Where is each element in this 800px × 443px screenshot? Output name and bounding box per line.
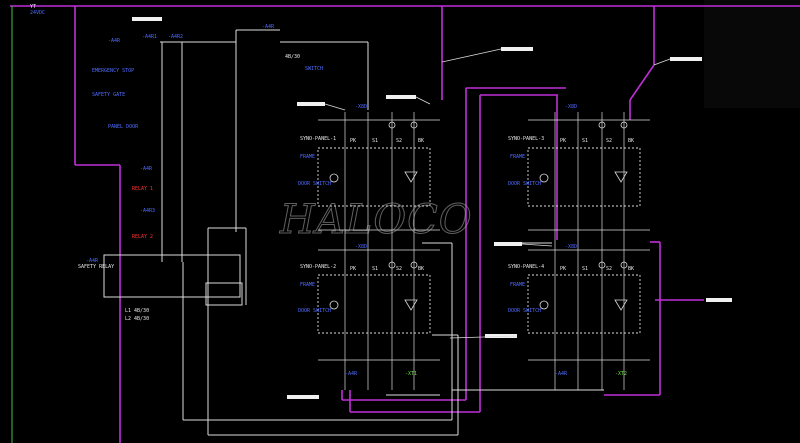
panel-3-switch: DOOR SWITCH [508,181,541,187]
label-relay-1: RELAY 1 [132,186,153,192]
label-left-top3: -A4R2 [168,34,183,40]
relay-block-name: SAFETY RELAY [78,264,114,270]
white-wires [160,29,604,436]
panel-4-title: SYNO-PANEL-4 [508,264,544,270]
label-relay-2: RELAY 2 [132,234,153,240]
p2-pin-b: S1 [372,266,378,272]
safety-relay-block [103,254,243,306]
panel-3-title: SYNO-PANEL-3 [508,136,544,142]
term-label-2: -XT1 [405,371,417,377]
panel-frames [318,112,650,390]
p2-pin-c: S2 [396,266,402,272]
p2-pin-a: PK [350,266,356,272]
panel-4-left: FRAME [510,282,525,288]
term-label-4: -XT2 [615,371,627,377]
panel-2-switch: DOOR SWITCH [298,308,331,314]
label-switch-1: EMERGENCY STOP [92,68,134,74]
p3-pin-b: S1 [582,138,588,144]
p4-pin-b: S1 [582,266,588,272]
label-mid-2: -A4R3 [140,208,155,214]
label-mid-1: -A4R [140,166,153,172]
p4-pin-a: PK [560,266,566,272]
callout-tags [132,17,732,399]
relay-block-tag: -A4R [86,258,99,264]
side-panel [704,0,800,108]
p3-tag: -X8D [565,104,577,110]
panel-2-left: FRAME [300,282,315,288]
p1-tag: -X8D [355,104,367,110]
p3-pin-d: BK [628,138,634,144]
header-tag: YT [30,4,36,10]
p1-pin-b: S1 [372,138,378,144]
top-center-note1: 4B/30 [285,54,300,60]
relay-note-2: L2 4B/30 [125,316,149,322]
p2-tag: -X8D [355,244,367,250]
p1-pin-d: BK [418,138,424,144]
magenta-bus [10,5,800,443]
switch-symbols [329,121,628,311]
watermark: HALOCO [279,197,473,243]
label-switch-3: PANEL DOOR [108,124,139,130]
p1-pin-c: S2 [396,138,402,144]
panel-4-switch: DOOR SWITCH [508,308,541,314]
term-label-3: -A4R [555,371,568,377]
top-center-note2: SWITCH [305,66,323,72]
relay-note-1: L1 4B/30 [125,308,149,314]
term-label-1: -A4R [345,371,358,377]
panel-3-left: FRAME [510,154,525,160]
panel-boxes [317,147,641,334]
panel-1-title: SYNO-PANEL-1 [300,136,336,142]
p2-pin-d: BK [418,266,424,272]
header-sub: 24VDC [30,10,45,16]
panel-1-switch: DOOR SWITCH [298,181,331,187]
p3-pin-a: PK [560,138,566,144]
p4-pin-c: S2 [606,266,612,272]
label-left-top: -A4R [108,38,121,44]
label-scatter: -A4R -A4R1 -A4R2 EMERGENCY STOP SAFETY G… [30,4,634,377]
top-center-tag: -A4R [262,24,275,30]
p4-tag: -X8D [565,244,577,250]
p4-pin-d: BK [628,266,634,272]
panel-2-title: SYNO-PANEL-2 [300,264,336,270]
panel-1-left: FRAME [300,154,315,160]
callout-leaders [324,48,671,339]
p1-pin-a: PK [350,138,356,144]
label-left-top2: -A4R1 [142,34,157,40]
p3-pin-c: S2 [606,138,612,144]
label-switch-2: SAFETY GATE [92,92,125,98]
